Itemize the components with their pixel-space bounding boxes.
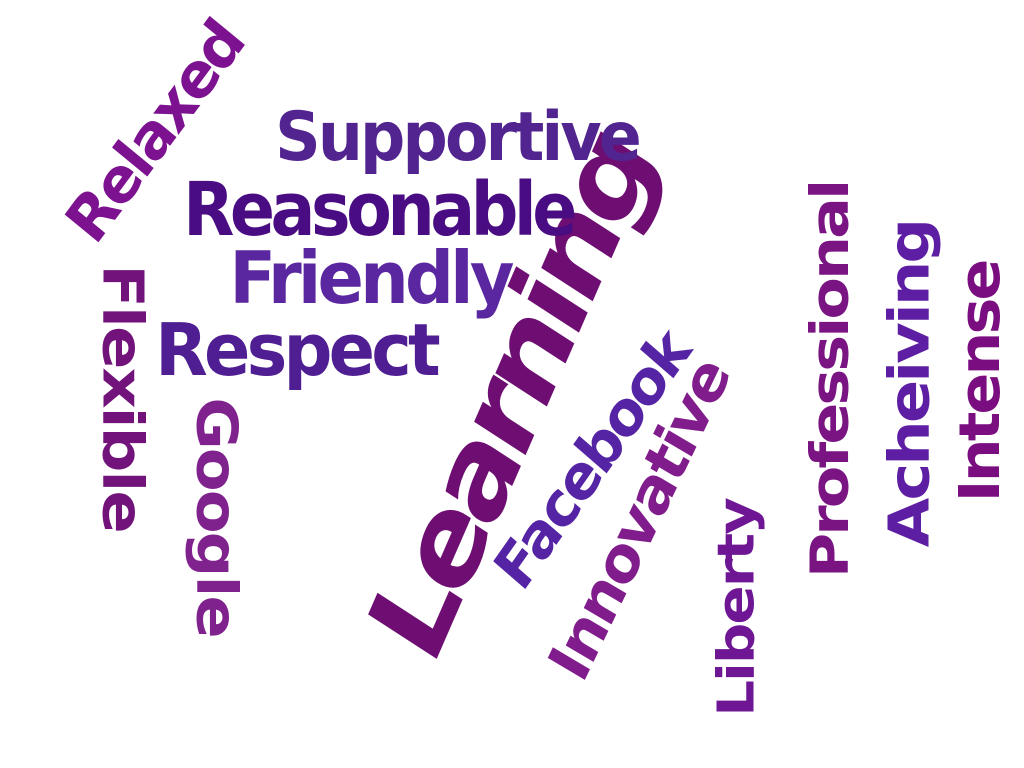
word-liberty: Liberty: [706, 499, 766, 717]
word-google: Google: [183, 397, 249, 637]
word-friendly: Friendly: [229, 236, 514, 320]
word-supportive: Supportive: [275, 98, 642, 177]
word-intense: Intense: [946, 261, 1013, 503]
word-reasonable: Reasonable: [183, 167, 577, 253]
word-professional: Professional: [798, 181, 861, 579]
word-respect: Respect: [155, 308, 441, 392]
word-acheiving: Acheiving: [877, 220, 943, 548]
word-flexible: Flexible: [89, 264, 155, 532]
